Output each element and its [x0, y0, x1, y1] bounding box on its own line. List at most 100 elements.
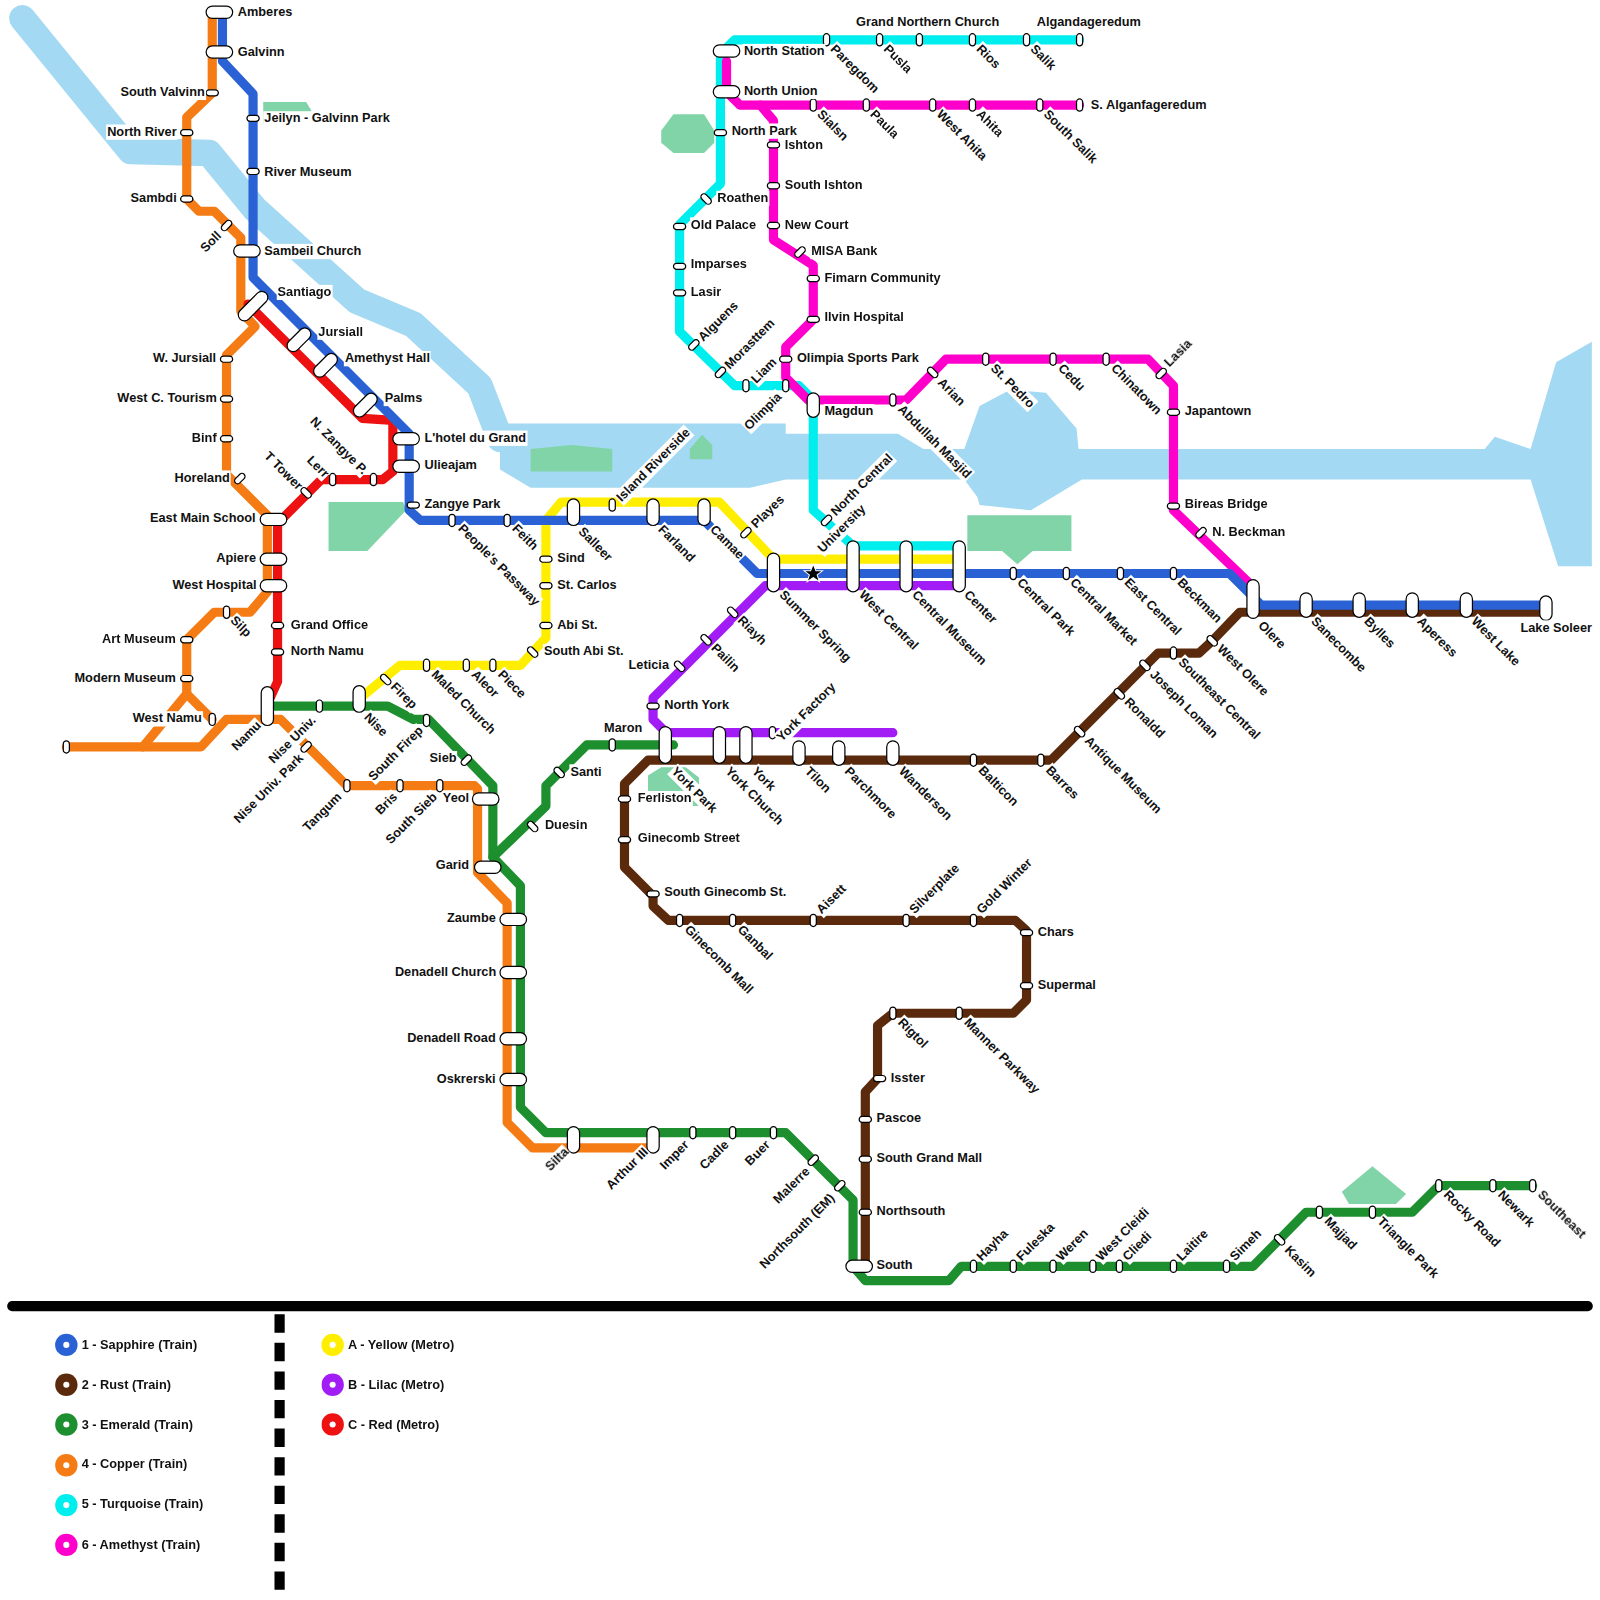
station-marker [233, 472, 246, 485]
station-label: Fimarn Community [823, 270, 941, 285]
station-marker [260, 513, 287, 525]
station-marker [206, 90, 218, 96]
station-marker [370, 473, 376, 485]
station-label: Center [960, 586, 1001, 627]
station-marker [1020, 930, 1032, 936]
legend-text: A - Yellow (Metro) [348, 1337, 454, 1352]
station-label: Sambeil Church [263, 243, 362, 258]
station-marker [261, 687, 273, 726]
legend-text: 6 - Amethyst (Train) [82, 1537, 201, 1552]
station-marker [1170, 647, 1176, 659]
station-marker [1010, 1260, 1016, 1272]
station-marker [618, 796, 630, 802]
station-label: Garid [435, 858, 470, 873]
station-marker [890, 394, 896, 406]
station-label: Imparses [690, 257, 748, 272]
legend-text: C - Red (Metro) [348, 1417, 439, 1432]
parks [263, 102, 1406, 1204]
station-marker [700, 633, 713, 646]
station-marker [463, 659, 469, 671]
station-marker [1113, 687, 1126, 700]
station-marker [767, 222, 779, 228]
station-marker [247, 115, 259, 121]
station-label: Santiago [277, 284, 333, 299]
station-label: Southeast [1533, 1186, 1589, 1242]
station-marker [793, 741, 805, 765]
station-marker [647, 891, 659, 897]
station-marker [540, 622, 552, 628]
station-label: Weren [1053, 1225, 1093, 1265]
station-marker [1300, 593, 1312, 617]
legend-swatch [55, 1454, 77, 1476]
station-marker [234, 245, 261, 257]
station-label: Ulieajam [423, 458, 478, 473]
station-marker [820, 514, 833, 527]
station-label: T Tower [260, 448, 306, 494]
station-label: South Abi St. [543, 643, 625, 658]
station-marker [1063, 567, 1069, 579]
station-marker [1436, 1180, 1442, 1192]
station-marker [1077, 34, 1083, 46]
station-marker [271, 649, 283, 655]
legend-swatch-dot [330, 1342, 336, 1348]
station-marker [1170, 567, 1176, 579]
station-label: Sind [556, 551, 586, 566]
station-marker [504, 514, 510, 526]
station-marker [847, 541, 859, 592]
station-marker [344, 780, 350, 792]
station-marker [833, 1179, 846, 1192]
station-label: Chars [1037, 924, 1075, 939]
station-marker [220, 219, 233, 232]
station-marker [970, 914, 976, 926]
station-marker [300, 486, 313, 499]
station-label: West Lake [1467, 613, 1524, 670]
station-marker [780, 356, 792, 362]
legend-swatch-dot [330, 1422, 336, 1428]
legend-swatch-dot [63, 1422, 69, 1428]
station-marker [1195, 526, 1208, 539]
station-label: Malerre [770, 1163, 814, 1207]
station-marker [316, 700, 322, 712]
station-label: Zangye Park [423, 496, 501, 511]
station-marker [1460, 593, 1472, 617]
legend-swatch [321, 1414, 343, 1436]
station-label: Riayh [733, 612, 770, 649]
station-label: South Valvinn [119, 84, 205, 99]
station-marker [713, 45, 740, 57]
station-label: Abi St. [556, 617, 598, 632]
legend-swatch-dot [63, 1382, 69, 1388]
station-marker [1167, 409, 1179, 415]
station-marker [647, 1127, 659, 1154]
station-marker [1273, 1233, 1286, 1246]
station-label: Bylles [1360, 613, 1399, 652]
station-marker [1010, 567, 1016, 579]
station-marker [900, 541, 912, 592]
station-marker [1369, 1206, 1375, 1218]
station-marker [206, 6, 233, 18]
station-marker [647, 703, 659, 709]
station-label: Parchmore [841, 763, 900, 822]
station-label: New Court [784, 217, 850, 232]
station-label: Laitire [1173, 1225, 1212, 1264]
station-label: South Salik [1039, 106, 1100, 167]
station-label: Jursiall [317, 324, 364, 339]
station-marker [810, 99, 816, 111]
legend-swatch [55, 1494, 77, 1516]
station-marker [687, 338, 700, 351]
station-label: MISA Bank [810, 243, 878, 258]
station-label: Fuleska [1013, 1219, 1059, 1265]
station-label: Pusla [879, 41, 915, 77]
station-label: West C. Tourism [116, 390, 217, 405]
station-marker [730, 914, 736, 926]
station-marker [351, 391, 380, 420]
station-marker [673, 290, 685, 296]
station-marker [1020, 983, 1032, 989]
legend-swatch-dot [63, 1502, 69, 1508]
station-marker [859, 1156, 871, 1162]
station-marker [236, 289, 271, 324]
station-label: Denadell Church [394, 964, 497, 979]
station-marker [873, 1076, 885, 1082]
station-marker [1247, 580, 1259, 619]
station-label: Wanderson [895, 763, 956, 824]
